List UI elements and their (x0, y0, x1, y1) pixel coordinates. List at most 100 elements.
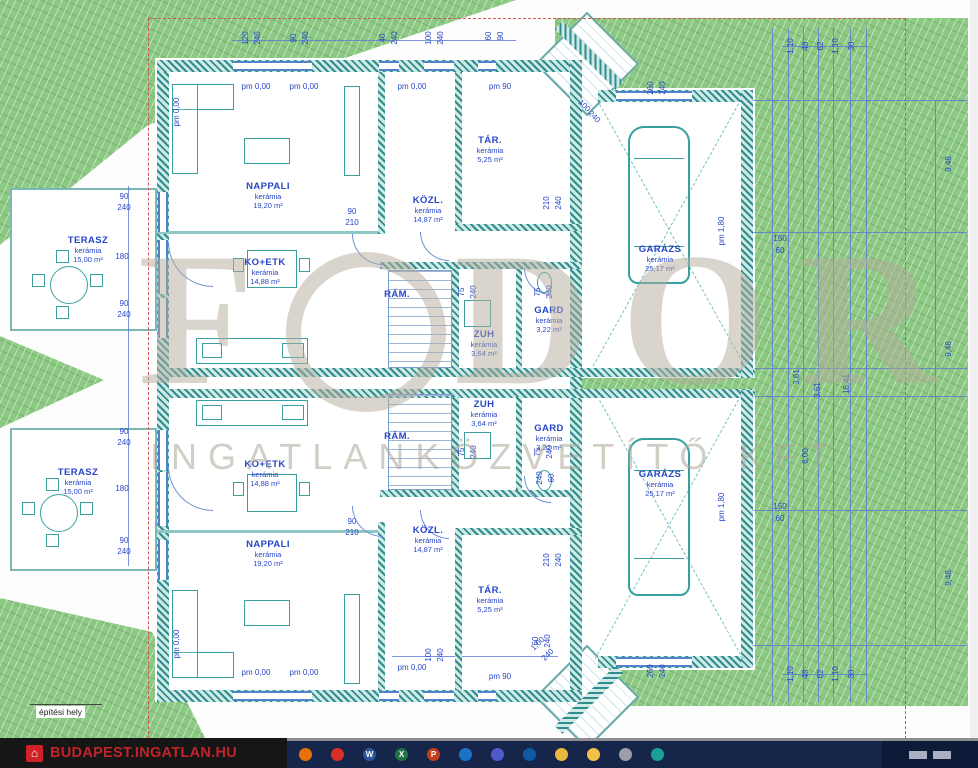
powerpoint-icon[interactable]: P (427, 748, 440, 761)
interior-wall (378, 522, 385, 690)
staircase-lower (388, 394, 452, 490)
dimension-line (753, 396, 967, 397)
window (233, 691, 289, 701)
teams-icon[interactable] (491, 748, 504, 761)
app-icon-teal[interactable] (651, 748, 664, 761)
car-upper (628, 126, 690, 284)
window (478, 61, 496, 71)
chair (46, 478, 59, 491)
dimension-line (128, 186, 129, 566)
window (286, 61, 312, 71)
house-footprint (155, 58, 582, 702)
window (424, 691, 454, 701)
staircase-upper (388, 270, 452, 368)
chair (90, 274, 103, 287)
kitchen-sink (202, 405, 222, 420)
garage-door (616, 657, 692, 667)
wall (157, 690, 582, 702)
garage-wall (741, 390, 753, 668)
dimension-line (753, 510, 967, 511)
window (379, 691, 399, 701)
garage-upper-footprint (582, 88, 755, 378)
sofa (172, 652, 234, 678)
sofa (172, 590, 198, 678)
window (424, 61, 454, 71)
chair (233, 258, 244, 272)
dining-table (247, 474, 297, 512)
chair (299, 482, 310, 496)
garage-door (616, 91, 692, 101)
terrace-table (50, 266, 88, 304)
interior-wall (378, 72, 385, 234)
explorer-icon[interactable] (587, 748, 600, 761)
window (233, 61, 289, 71)
chair (233, 482, 244, 496)
wall (570, 60, 582, 702)
terrace-door (158, 472, 168, 526)
interior-wall (455, 72, 462, 230)
party-wall (157, 389, 755, 398)
partition-line (157, 231, 378, 234)
wall (157, 60, 169, 702)
tv-cabinet (344, 86, 360, 176)
interior-wall (452, 397, 459, 490)
dimension-line (782, 674, 868, 675)
bottom-bar: ⌂ BUDAPEST.INGATLAN.HU W X P (0, 738, 978, 768)
interior-wall (455, 224, 582, 231)
grass-area-left-middle (0, 336, 104, 428)
stove (282, 405, 304, 420)
firefox-icon[interactable] (299, 748, 312, 761)
interior-wall (380, 262, 582, 269)
tray-item[interactable] (909, 750, 927, 759)
dimension-line (753, 368, 967, 369)
interior-wall (452, 269, 459, 368)
banner-title: BUDAPEST.INGATLAN.HU (50, 745, 237, 761)
interior-wall (380, 490, 582, 497)
tray-item[interactable] (933, 750, 951, 759)
window (158, 298, 168, 338)
dimension-line (753, 232, 967, 233)
chair (22, 502, 35, 515)
window (478, 691, 496, 701)
window (286, 691, 312, 701)
system-tray[interactable] (882, 741, 978, 768)
word-icon[interactable]: W (363, 748, 376, 761)
shower-tray (464, 300, 491, 327)
dimension-line (772, 28, 773, 702)
settings-icon[interactable] (619, 748, 632, 761)
coffee-table (244, 600, 290, 626)
ingatlan-banner: ⌂ BUDAPEST.INGATLAN.HU (0, 738, 287, 768)
terrace-lower (10, 428, 157, 571)
site-label-leader-line (30, 704, 102, 705)
window (379, 61, 399, 71)
garage-wall (741, 90, 753, 378)
dimension-line (850, 28, 851, 702)
dimension-line (866, 28, 867, 702)
chrome-icon[interactable] (555, 748, 568, 761)
party-wall (157, 368, 755, 377)
dimension-line (818, 28, 819, 702)
window (158, 192, 168, 232)
edge-icon[interactable] (523, 748, 536, 761)
chair (46, 534, 59, 547)
dimension-line (782, 46, 868, 47)
car-lower (628, 438, 690, 596)
dimension-line (833, 28, 834, 702)
chair (56, 306, 69, 319)
sofa (172, 84, 198, 174)
window (158, 430, 168, 470)
coffee-table (244, 138, 290, 164)
chair (32, 274, 45, 287)
outlook-icon[interactable] (459, 748, 472, 761)
site-boundary-dashed-line (148, 18, 906, 739)
chair (80, 502, 93, 515)
window (158, 540, 168, 580)
chair (299, 258, 310, 272)
app-icon-red[interactable] (331, 748, 344, 761)
dimension-line (788, 28, 789, 702)
shower-tray (464, 432, 491, 459)
excel-icon[interactable]: X (395, 748, 408, 761)
garage-lower-footprint (582, 390, 755, 670)
